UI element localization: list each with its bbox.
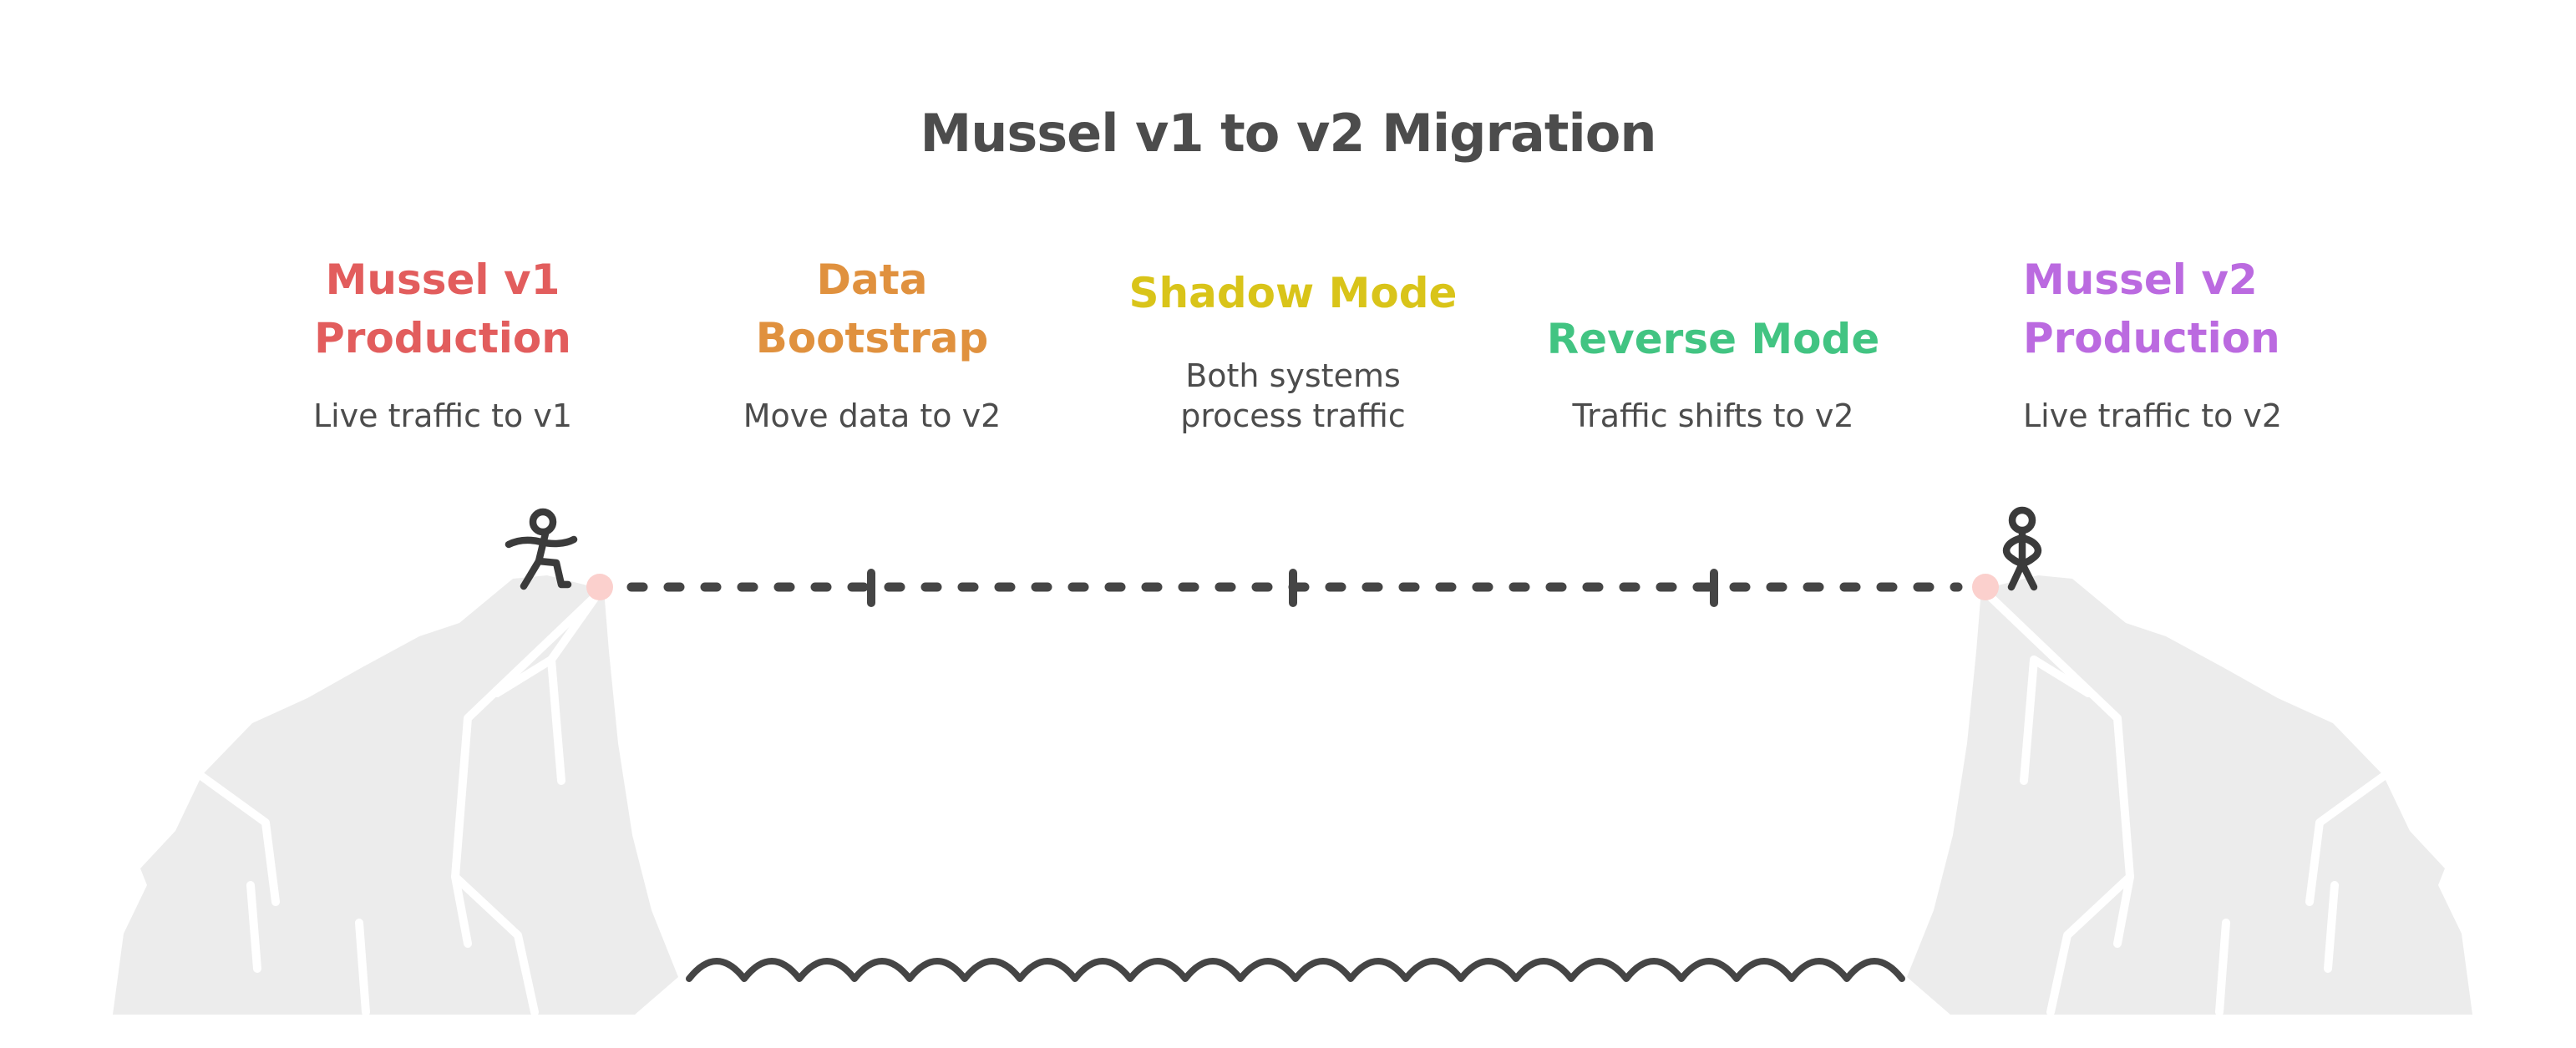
phase-description: Move data to v2 — [743, 397, 1001, 434]
cliff-crack-line — [2020, 656, 2038, 785]
right-cliff — [1907, 575, 2472, 1016]
phase-title: Shadow Mode — [1128, 269, 1458, 317]
phase-description: Live traffic to v2 — [2023, 397, 2283, 434]
cliff-crack-line — [451, 590, 601, 948]
right-cliff-shape — [1907, 575, 2472, 1015]
rope-anchor-dot-left — [586, 574, 613, 600]
walking-stick-figure-icon — [505, 508, 578, 590]
phase-description: Traffic shifts to v2 — [1572, 397, 1854, 434]
phase-column-mussel-v2-production: Mussel v2 Production Live traffic to v2 — [2023, 0, 2524, 468]
phase-title: Mussel v2 Production — [2023, 256, 2280, 362]
page-title: Mussel v1 to v2 Migration — [920, 103, 1657, 164]
phase-title: Data Bootstrap — [755, 256, 989, 362]
cliff-crack-line — [198, 772, 280, 906]
standing-stick-figure-icon — [2002, 506, 2042, 591]
water-wave-line — [686, 958, 1905, 982]
cliff-crack-line — [2324, 881, 2339, 973]
phase-description: Both systems process traffic — [1180, 357, 1406, 434]
phase-description: Live traffic to v1 — [312, 397, 573, 434]
tightrope — [586, 569, 1999, 607]
phase-title: Mussel v1 Production — [314, 256, 571, 362]
cliff-crack-line — [1984, 590, 2134, 948]
cliff-crack-line — [2215, 919, 2230, 1016]
phase-column-data-bootstrap: Data Bootstrap Move data to v2 — [621, 0, 1123, 468]
phase-title: Reverse Mode — [1546, 315, 1880, 363]
cliff-crack-line — [355, 919, 370, 1016]
rope-anchor-dot-right — [1972, 574, 1999, 600]
cliff-crack-line — [451, 873, 539, 1016]
cliff-crack-line — [493, 656, 555, 697]
cliff-crack-line — [2305, 772, 2387, 906]
cliff-crack-line — [2046, 873, 2134, 1016]
left-cliff — [113, 575, 678, 1016]
cliff-crack-line — [246, 881, 261, 973]
left-cliff-shape — [113, 575, 678, 1015]
phase-column-shadow-mode: Shadow Mode Both systems process traffic — [1042, 0, 1544, 468]
cliff-crack-line — [2030, 656, 2092, 697]
phase-column-mussel-v1-production: Mussel v1 Production Live traffic to v1 — [192, 0, 693, 468]
phase-column-reverse-mode: Reverse Mode Traffic shifts to v2 — [1463, 0, 1964, 468]
